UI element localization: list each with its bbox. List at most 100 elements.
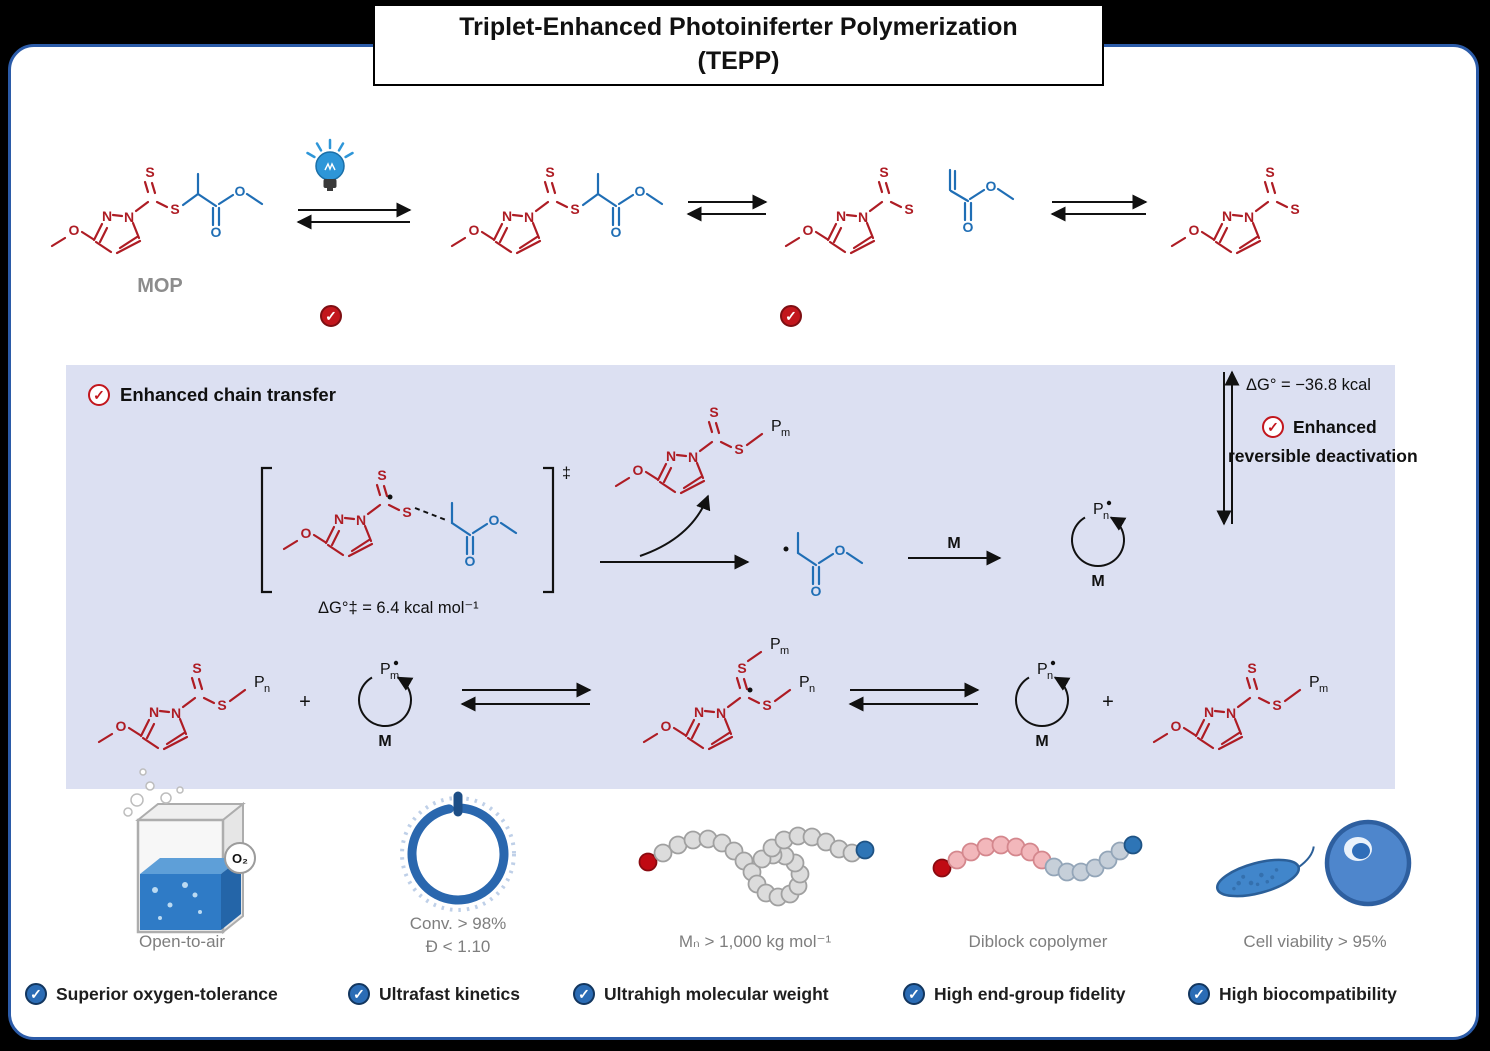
checklist-label: High end-group fidelity xyxy=(934,983,1126,1004)
svg-text:P: P xyxy=(380,661,391,678)
checklist-label: Superior oxygen-tolerance xyxy=(56,983,278,1004)
light-bulb-icon xyxy=(306,138,354,191)
curved-arrow xyxy=(639,494,711,557)
dg-reaction: ΔG° = −36.8 kcal xyxy=(1246,376,1371,394)
s-pm-bond xyxy=(745,432,764,447)
ts-monomer-fragment xyxy=(450,501,518,556)
equilibrium-arrows-5 xyxy=(848,682,980,712)
atom-O: O xyxy=(211,224,222,240)
atom-O: O xyxy=(635,183,646,199)
cell-icon xyxy=(1324,819,1412,907)
pm-label: P xyxy=(1309,674,1320,691)
mechanism-panel xyxy=(66,365,1395,789)
pn-cycle: P n M xyxy=(1071,500,1127,590)
degenerate-exchange-row: P n + P m M P m P n P n xyxy=(97,636,1328,751)
blue-check-icon: ✓ xyxy=(573,983,595,1005)
checklist-ultrafast-kinetics: ✓ Ultrafast kinetics xyxy=(348,983,520,1005)
checklist-label: Ultrahigh molecular weight xyxy=(604,983,829,1004)
svg-text:P: P xyxy=(1093,501,1104,518)
intermediate-radical-dot xyxy=(747,687,753,693)
checklist-end-group-fidelity: ✓ High end-group fidelity xyxy=(903,983,1126,1005)
svg-text:n: n xyxy=(1103,510,1109,522)
pm-label: P xyxy=(771,418,782,435)
pn-label: P xyxy=(799,674,810,691)
mop-ester-group xyxy=(181,172,264,227)
equilibrium-arrows-1 xyxy=(296,202,412,230)
equilibrium-arrows-2 xyxy=(686,194,768,222)
caption-molecular-weight: Mₙ > 1,000 kg mol⁻¹ xyxy=(678,932,832,951)
atom-O: O xyxy=(986,178,997,194)
photoiniferter-core xyxy=(1170,162,1301,255)
svg-text:P: P xyxy=(1037,661,1048,678)
blue-check-icon: ✓ xyxy=(25,983,47,1005)
m-label: M xyxy=(947,535,960,552)
checklist-label: High biocompatibility xyxy=(1219,983,1397,1004)
figure-title-line2: (TEPP) xyxy=(697,47,780,75)
checklist-molecular-weight: ✓ Ultrahigh molecular weight xyxy=(573,983,829,1005)
step-check-icon-1: ✓ xyxy=(320,305,342,327)
diblock-chain xyxy=(932,835,1143,882)
enhanced-chain-transfer-label: Enhanced chain transfer xyxy=(120,384,336,405)
atom-O: O xyxy=(235,183,246,199)
step-check-icon-2: ✓ xyxy=(780,305,802,327)
pn-sub: n xyxy=(264,683,270,695)
pm-sub: m xyxy=(781,427,790,439)
caption-open-to-air: Open-to-air xyxy=(139,932,225,951)
mop-label: MOP xyxy=(137,275,183,297)
excited-mop-core xyxy=(450,162,581,255)
monomer-radical xyxy=(796,531,864,586)
enhanced-reversible-header: ✓ Enhanced xyxy=(1262,416,1377,438)
air-bubbles xyxy=(123,768,184,817)
plus-sign: + xyxy=(1102,691,1114,713)
monomer-structure xyxy=(948,168,1015,222)
blue-check-icon: ✓ xyxy=(348,983,370,1005)
conversion-ring xyxy=(400,791,516,912)
polymer-chain xyxy=(638,826,875,907)
dg-transition-state: ΔG°‡ = 6.4 kcal mol⁻¹ xyxy=(318,599,479,617)
chain-transfer-section: ‡ O O P m O O xyxy=(260,370,1240,599)
blue-check-icon: ✓ xyxy=(1188,983,1210,1005)
caption-conversion: Conv. > 98% xyxy=(409,914,507,933)
red-check-icon: ✓ xyxy=(88,384,110,406)
blue-check-icon: ✓ xyxy=(903,983,925,1005)
atom-O: O xyxy=(465,553,476,569)
dithiocarbamate-radical-core xyxy=(784,162,915,255)
svg-text:M: M xyxy=(1091,573,1104,590)
svg-text:M: M xyxy=(378,733,391,750)
enhanced-reversible-line1: Enhanced xyxy=(1293,416,1377,437)
double-dagger: ‡ xyxy=(562,465,571,482)
enhanced-chain-transfer-header: ✓ Enhanced chain transfer xyxy=(88,384,336,406)
red-check-icon: ✓ xyxy=(1262,416,1284,438)
atom-O: O xyxy=(489,512,500,528)
checklist-label: Ultrafast kinetics xyxy=(379,983,521,1004)
bacterium-icon xyxy=(1215,846,1315,898)
pm-sub: m xyxy=(780,645,789,657)
excited-mop-ester xyxy=(581,172,664,227)
checklist-biocompatibility: ✓ High biocompatibility xyxy=(1188,983,1397,1005)
o2-badge xyxy=(224,842,256,874)
pn-cycle-2: P n M xyxy=(1015,660,1071,750)
svg-text:m: m xyxy=(390,670,399,682)
ts-radical-dot xyxy=(387,494,393,500)
equilibrium-arrows-3 xyxy=(1050,194,1148,222)
atom-O: O xyxy=(611,224,622,240)
caption-cell-viability: Cell viability > 95% xyxy=(1243,932,1387,951)
pm-cycle: P m M xyxy=(358,660,414,750)
svg-text:n: n xyxy=(1047,670,1053,682)
checklist-oxygen-tolerance: ✓ Superior oxygen-tolerance xyxy=(25,983,278,1005)
pn-sub: n xyxy=(809,683,815,695)
plus-sign: + xyxy=(299,691,311,713)
open-to-air-cuvette: O₂ xyxy=(123,768,256,935)
equilibrium-arrows-4 xyxy=(460,682,592,712)
top-scheme-row: O O MOP xyxy=(50,138,1301,297)
atom-O: O xyxy=(835,542,846,558)
caption-dispersity: Đ < 1.10 xyxy=(425,937,491,956)
radical-dot xyxy=(783,546,789,552)
ts-brackets xyxy=(260,466,555,594)
figure-title-box: Triplet-Enhanced Photoiniferter Polymeri… xyxy=(373,4,1104,86)
pm-label: P xyxy=(770,636,781,653)
bubbles-in-liquid xyxy=(152,882,202,920)
atom-O: O xyxy=(811,583,822,599)
